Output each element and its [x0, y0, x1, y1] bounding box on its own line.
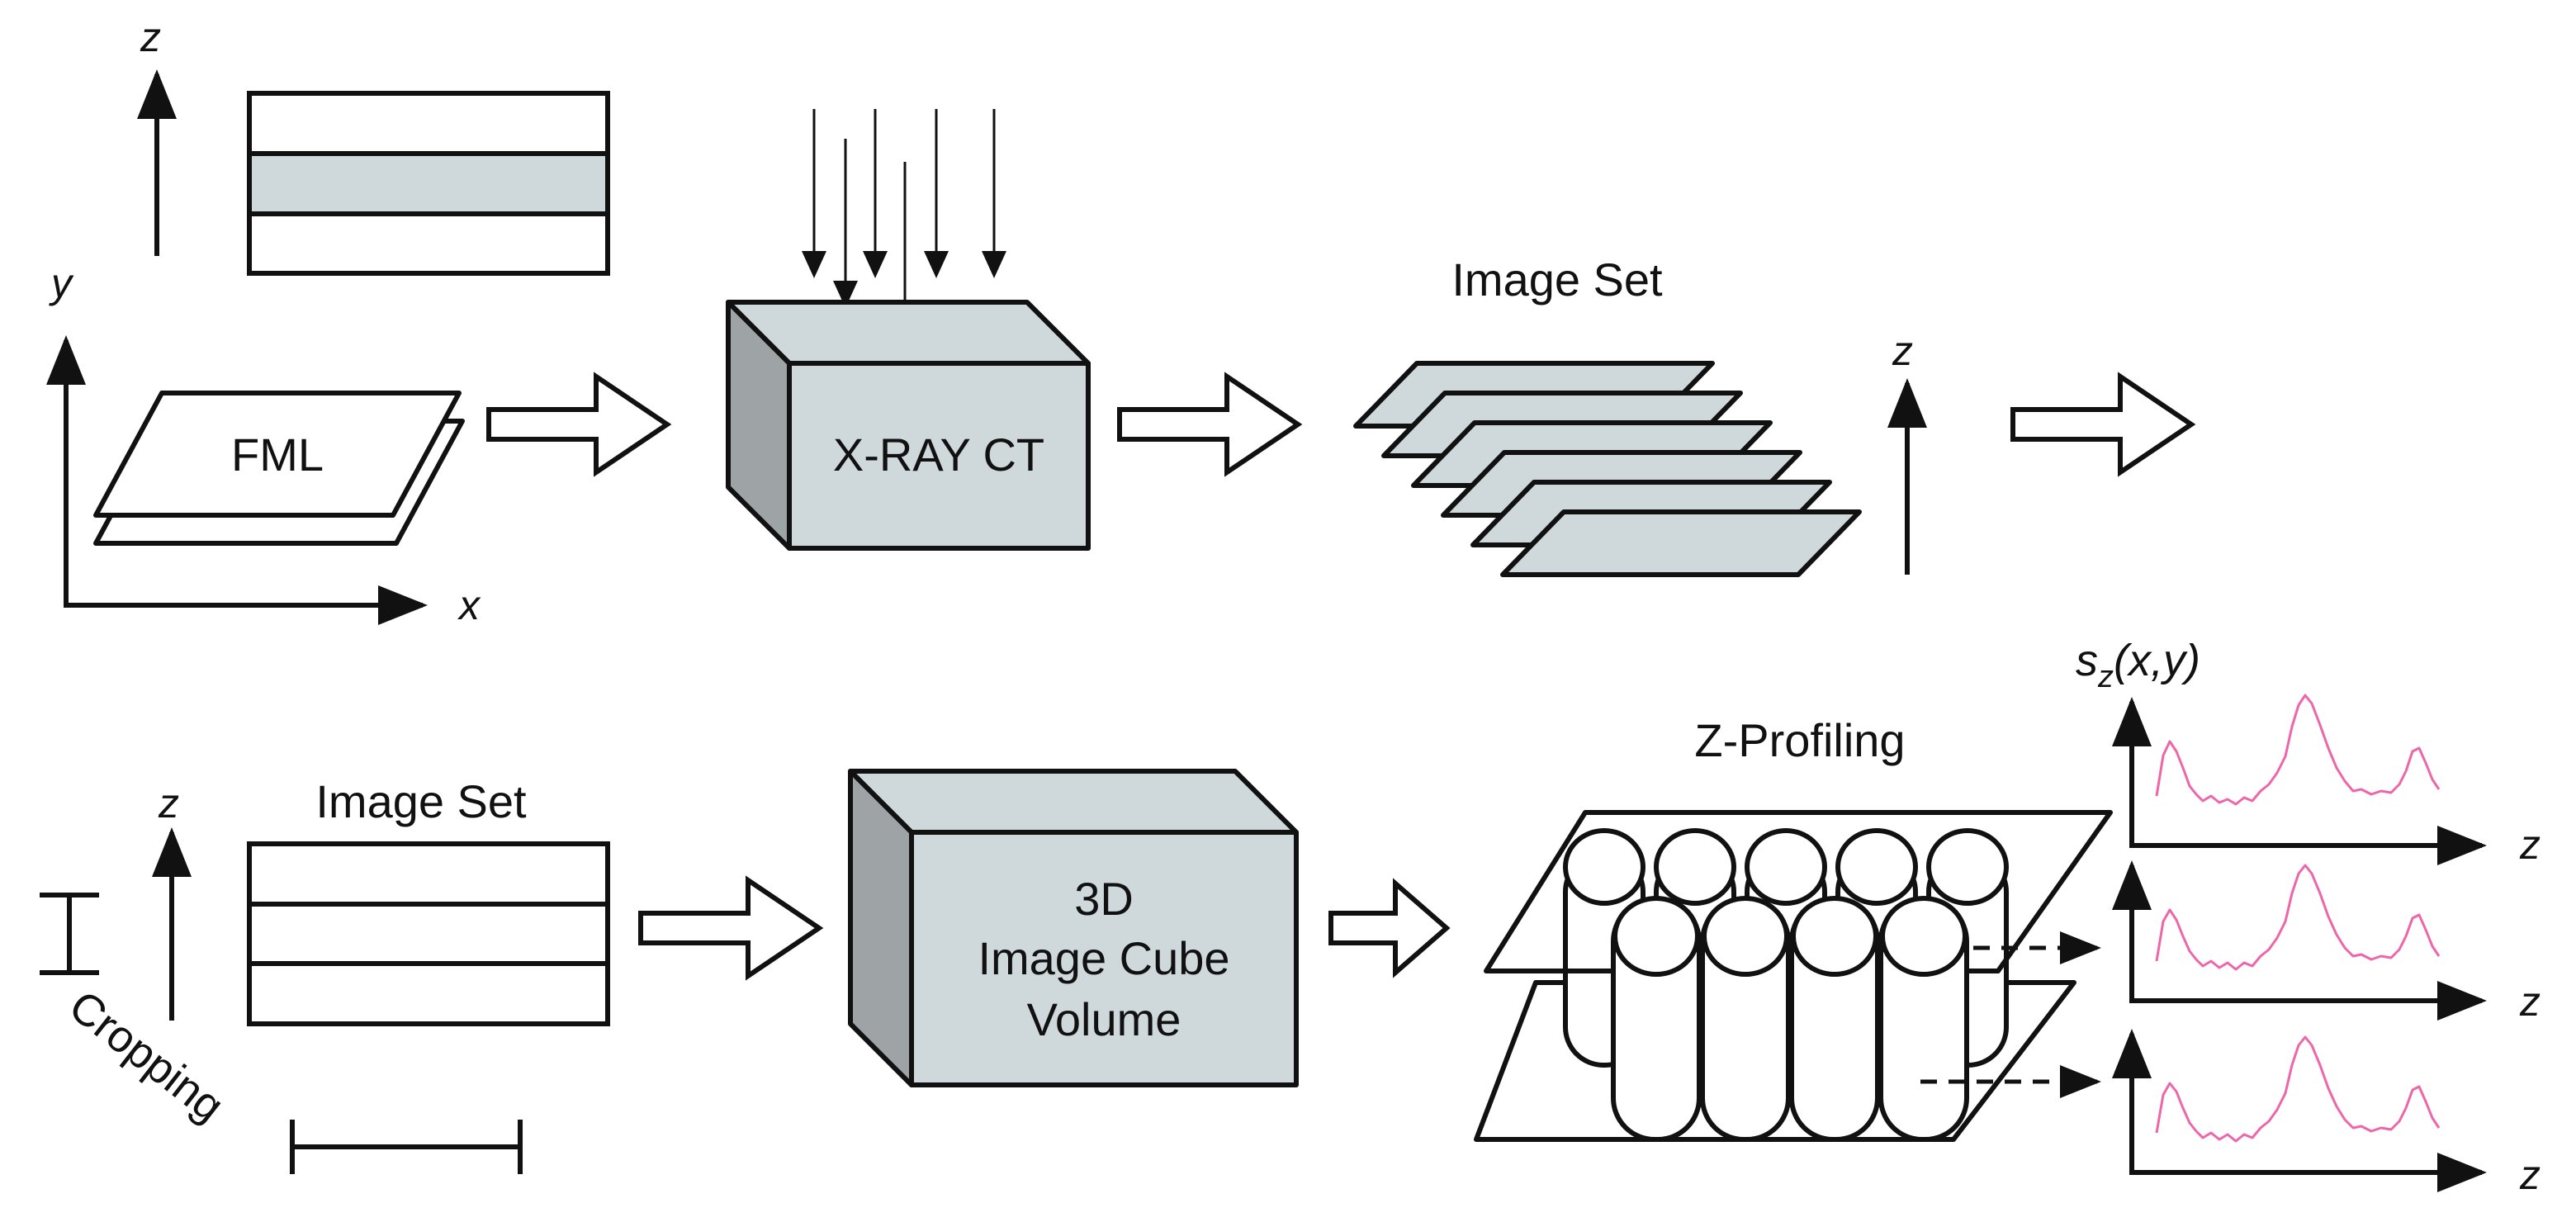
crop-bracket — [40, 893, 99, 975]
width-bracket — [290, 1120, 523, 1174]
svg-text:sz(x,y): sz(x,y) — [2076, 636, 2200, 694]
profile-plot-3: z — [2112, 1029, 2540, 1198]
flow-arrow-1 — [486, 372, 672, 477]
plot-3-z-label: z — [2519, 1152, 2540, 1198]
plot-1-z-label: z — [2519, 822, 2540, 868]
image-set-bottom-title: Image Set — [315, 775, 527, 827]
x-axis-label: x — [457, 582, 481, 628]
image-set-stack — [1353, 361, 1862, 577]
z-profiling-volume — [1474, 810, 2113, 1142]
xray-beams — [802, 109, 1006, 331]
image-set-top-title: Image Set — [1451, 253, 1663, 306]
y-axis-label: y — [49, 260, 74, 306]
flow-arrow-2 — [1117, 372, 1303, 477]
layer-strip-bottom — [247, 841, 610, 1026]
image-cube-box: 3D Image Cube Volume — [848, 769, 1299, 1087]
plot-2-z-label: z — [2519, 978, 2540, 1025]
fml-sheet: FML — [93, 391, 465, 546]
z-axis-label-top: z — [140, 14, 161, 60]
xray-ct-box: X-RAY CT — [726, 300, 1091, 551]
flow-arrow-3 — [2010, 372, 2196, 477]
xray-ct-label: X-RAY CT — [833, 429, 1044, 481]
volume-line-2: Image Cube — [978, 932, 1229, 984]
profile-plot-1: z — [2112, 694, 2540, 868]
z-axis-label-bottom: z — [158, 780, 179, 827]
flow-arrow-5 — [1328, 878, 1451, 978]
volume-line-3: Volume — [1027, 993, 1181, 1045]
plot-2-curve — [2155, 864, 2441, 971]
z-profiling-title: Z-Profiling — [1694, 714, 1905, 766]
z-axis-label-stack: z — [1892, 328, 1913, 374]
plot-1-curve — [2155, 694, 2441, 806]
layer-strip-top — [247, 91, 610, 276]
cropping-label: Cropping — [60, 981, 234, 1131]
volume-line-1: 3D — [1074, 873, 1134, 925]
flow-arrow-4 — [638, 875, 824, 981]
plot-3-curve — [2155, 1035, 2441, 1143]
profile-plot-2: z — [2112, 860, 2540, 1025]
fml-label: FML — [231, 429, 324, 481]
signal-label: sz(x,y) — [2076, 636, 2200, 694]
